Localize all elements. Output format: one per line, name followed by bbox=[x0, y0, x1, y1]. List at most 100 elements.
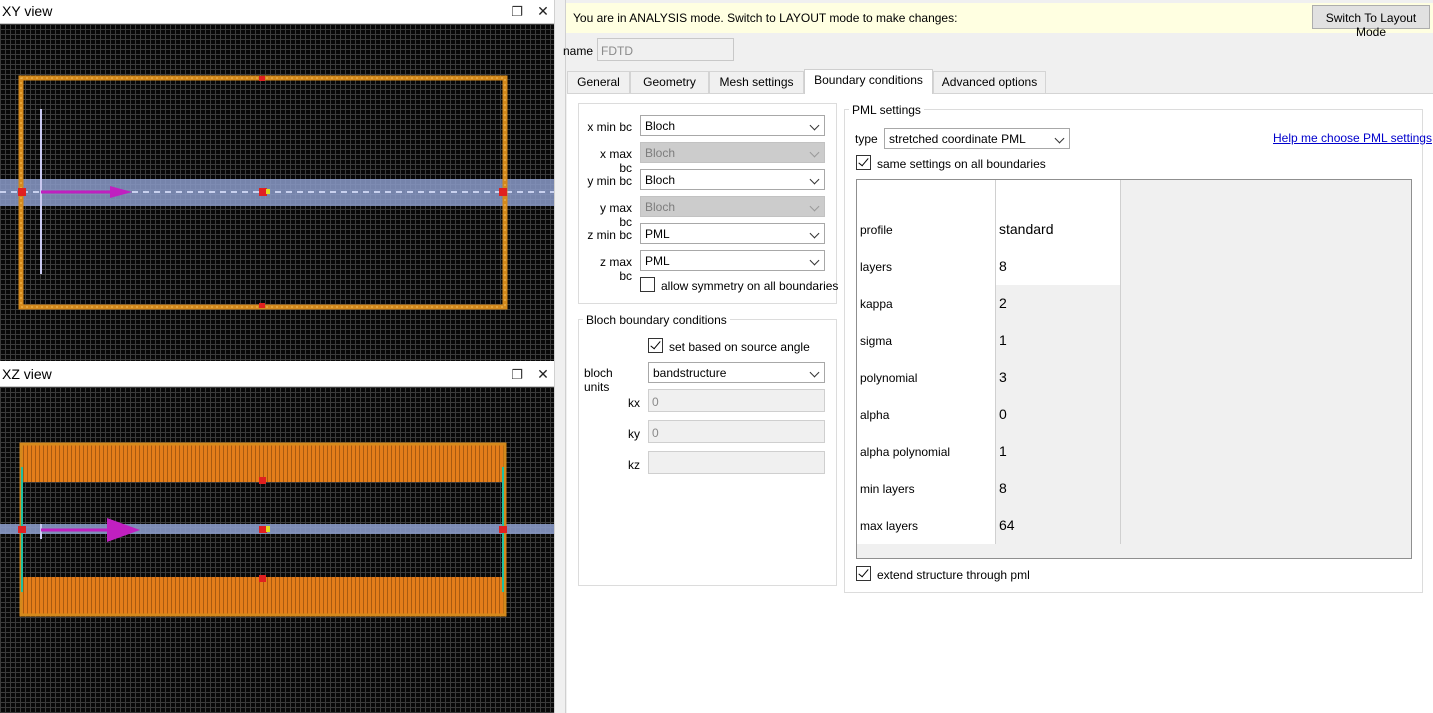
close-icon[interactable]: ✕ bbox=[537, 3, 549, 19]
row-name: alpha bbox=[857, 396, 996, 433]
x-max-bc-value: Bloch bbox=[645, 146, 676, 160]
x-max-bc-label: x max bc bbox=[599, 147, 632, 175]
xz-view-title: XZ view bbox=[2, 366, 52, 382]
table-row[interactable]: max layers 64 bbox=[857, 507, 1121, 544]
row-value[interactable]: 1 bbox=[996, 322, 1121, 359]
float-window-icon[interactable]: ❐ bbox=[511, 367, 523, 382]
chevron-down-icon bbox=[809, 255, 820, 266]
extend-structure-checkbox[interactable] bbox=[856, 566, 871, 581]
y-min-bc-value: Bloch bbox=[645, 173, 676, 187]
table-row[interactable]: min layers 8 bbox=[857, 470, 1121, 507]
z-min-bc-label: z min bc bbox=[587, 228, 632, 242]
name-field[interactable]: FDTD bbox=[597, 38, 734, 61]
name-label: name bbox=[563, 44, 594, 58]
kz-label: kz bbox=[628, 458, 640, 472]
row-name: kappa bbox=[857, 285, 996, 322]
y-min-bc-select[interactable]: Bloch bbox=[640, 169, 825, 190]
z-min-bc-value: PML bbox=[645, 227, 670, 241]
source-angle-checkbox[interactable] bbox=[648, 338, 663, 353]
row-name: alpha polynomial bbox=[857, 433, 996, 470]
row-value[interactable]: 1 bbox=[996, 433, 1121, 470]
kx-field: 0 bbox=[648, 389, 825, 412]
table-header-cell bbox=[857, 180, 996, 211]
z-max-bc-select[interactable]: PML bbox=[640, 250, 825, 271]
allow-symmetry-checkbox[interactable] bbox=[640, 277, 655, 292]
tab-geometry[interactable]: Geometry bbox=[630, 71, 709, 93]
tab-mesh-settings[interactable]: Mesh settings bbox=[709, 71, 804, 93]
source-arrow bbox=[107, 518, 140, 542]
source-arrow bbox=[110, 186, 132, 198]
kx-label: kx bbox=[628, 396, 640, 410]
pml-type-label: type bbox=[855, 132, 878, 146]
pml-type-select[interactable]: stretched coordinate PML bbox=[884, 128, 1070, 149]
analysis-mode-banner: You are in ANALYSIS mode. Switch to LAYO… bbox=[566, 3, 1433, 33]
row-name: layers bbox=[857, 248, 996, 285]
row-name: max layers bbox=[857, 507, 996, 544]
table-row[interactable]: layers 8 bbox=[857, 248, 1121, 285]
z-max-bc-value: PML bbox=[645, 254, 670, 268]
panel-splitter[interactable] bbox=[554, 0, 566, 713]
x-min-bc-select[interactable]: Bloch bbox=[640, 115, 825, 136]
analysis-mode-message: You are in ANALYSIS mode. Switch to LAYO… bbox=[573, 11, 958, 25]
row-value[interactable]: 0 bbox=[996, 396, 1121, 433]
chevron-down-icon bbox=[809, 147, 820, 158]
xy-view-title: XY view bbox=[2, 3, 53, 19]
float-window-icon[interactable]: ❐ bbox=[511, 4, 523, 19]
xz-view-titlebar: XZ view ❐ ✕ bbox=[0, 363, 554, 387]
xz-view-drawing bbox=[0, 442, 554, 617]
chevron-down-icon bbox=[1054, 133, 1065, 144]
chevron-down-icon bbox=[809, 174, 820, 185]
xz-view-canvas[interactable] bbox=[0, 387, 554, 713]
table-header-cell bbox=[996, 180, 1121, 211]
pml-group-title: PML settings bbox=[849, 103, 924, 117]
switch-to-layout-button[interactable]: Switch To Layout Mode bbox=[1312, 5, 1430, 39]
ky-label: ky bbox=[628, 427, 640, 441]
x-min-bc-label: x min bc bbox=[587, 120, 632, 134]
close-icon[interactable]: ✕ bbox=[537, 366, 549, 382]
bloch-group-title: Bloch boundary conditions bbox=[583, 313, 730, 327]
bloch-units-select[interactable]: bandstructure bbox=[648, 362, 825, 383]
pml-table[interactable]: profile standard layers 8 kappa 2 sigma … bbox=[856, 179, 1412, 559]
x-min-bc-value: Bloch bbox=[645, 119, 676, 133]
extend-structure-label: extend structure through pml bbox=[877, 568, 1030, 582]
table-row[interactable]: profile standard bbox=[857, 211, 1121, 248]
pml-top bbox=[20, 444, 506, 482]
chevron-down-icon bbox=[809, 201, 820, 212]
tab-advanced-options[interactable]: Advanced options bbox=[933, 71, 1046, 93]
row-value[interactable]: 3 bbox=[996, 359, 1121, 396]
allow-symmetry-label: allow symmetry on all boundaries bbox=[661, 279, 839, 293]
chevron-down-icon bbox=[809, 367, 820, 378]
y-max-bc-select: Bloch bbox=[640, 196, 825, 217]
table-row[interactable]: alpha polynomial 1 bbox=[857, 433, 1121, 470]
xy-view-titlebar: XY view ❐ ✕ bbox=[0, 0, 554, 24]
y-max-bc-value: Bloch bbox=[645, 200, 676, 214]
chevron-down-icon bbox=[809, 120, 820, 131]
table-row[interactable]: polynomial 3 bbox=[857, 359, 1121, 396]
chevron-down-icon bbox=[809, 228, 820, 239]
xy-view-canvas[interactable] bbox=[0, 24, 554, 361]
z-min-bc-select[interactable]: PML bbox=[640, 223, 825, 244]
tab-boundary-conditions[interactable]: Boundary conditions bbox=[804, 69, 933, 94]
tab-general[interactable]: General bbox=[567, 71, 630, 93]
row-value[interactable]: 2 bbox=[996, 285, 1121, 322]
help-pml-link[interactable]: Help me choose PML settings bbox=[1273, 131, 1432, 145]
row-name: polynomial bbox=[857, 359, 996, 396]
row-value[interactable]: standard bbox=[996, 211, 1121, 248]
row-name: sigma bbox=[857, 322, 996, 359]
same-settings-label: same settings on all boundaries bbox=[877, 157, 1046, 171]
pml-bottom bbox=[20, 577, 506, 615]
row-value[interactable]: 8 bbox=[996, 470, 1121, 507]
table-row[interactable]: sigma 1 bbox=[857, 322, 1121, 359]
pml-type-value: stretched coordinate PML bbox=[889, 132, 1026, 146]
same-settings-checkbox[interactable] bbox=[856, 155, 871, 170]
row-name: min layers bbox=[857, 470, 996, 507]
bloch-units-value: bandstructure bbox=[653, 366, 727, 380]
row-value[interactable]: 8 bbox=[996, 248, 1121, 285]
x-max-bc-select: Bloch bbox=[640, 142, 825, 163]
row-value[interactable]: 64 bbox=[996, 507, 1121, 544]
ky-field: 0 bbox=[648, 420, 825, 443]
kz-field bbox=[648, 451, 825, 474]
table-row[interactable]: alpha 0 bbox=[857, 396, 1121, 433]
table-row[interactable]: kappa 2 bbox=[857, 285, 1121, 322]
source-angle-label: set based on source angle bbox=[669, 340, 810, 354]
